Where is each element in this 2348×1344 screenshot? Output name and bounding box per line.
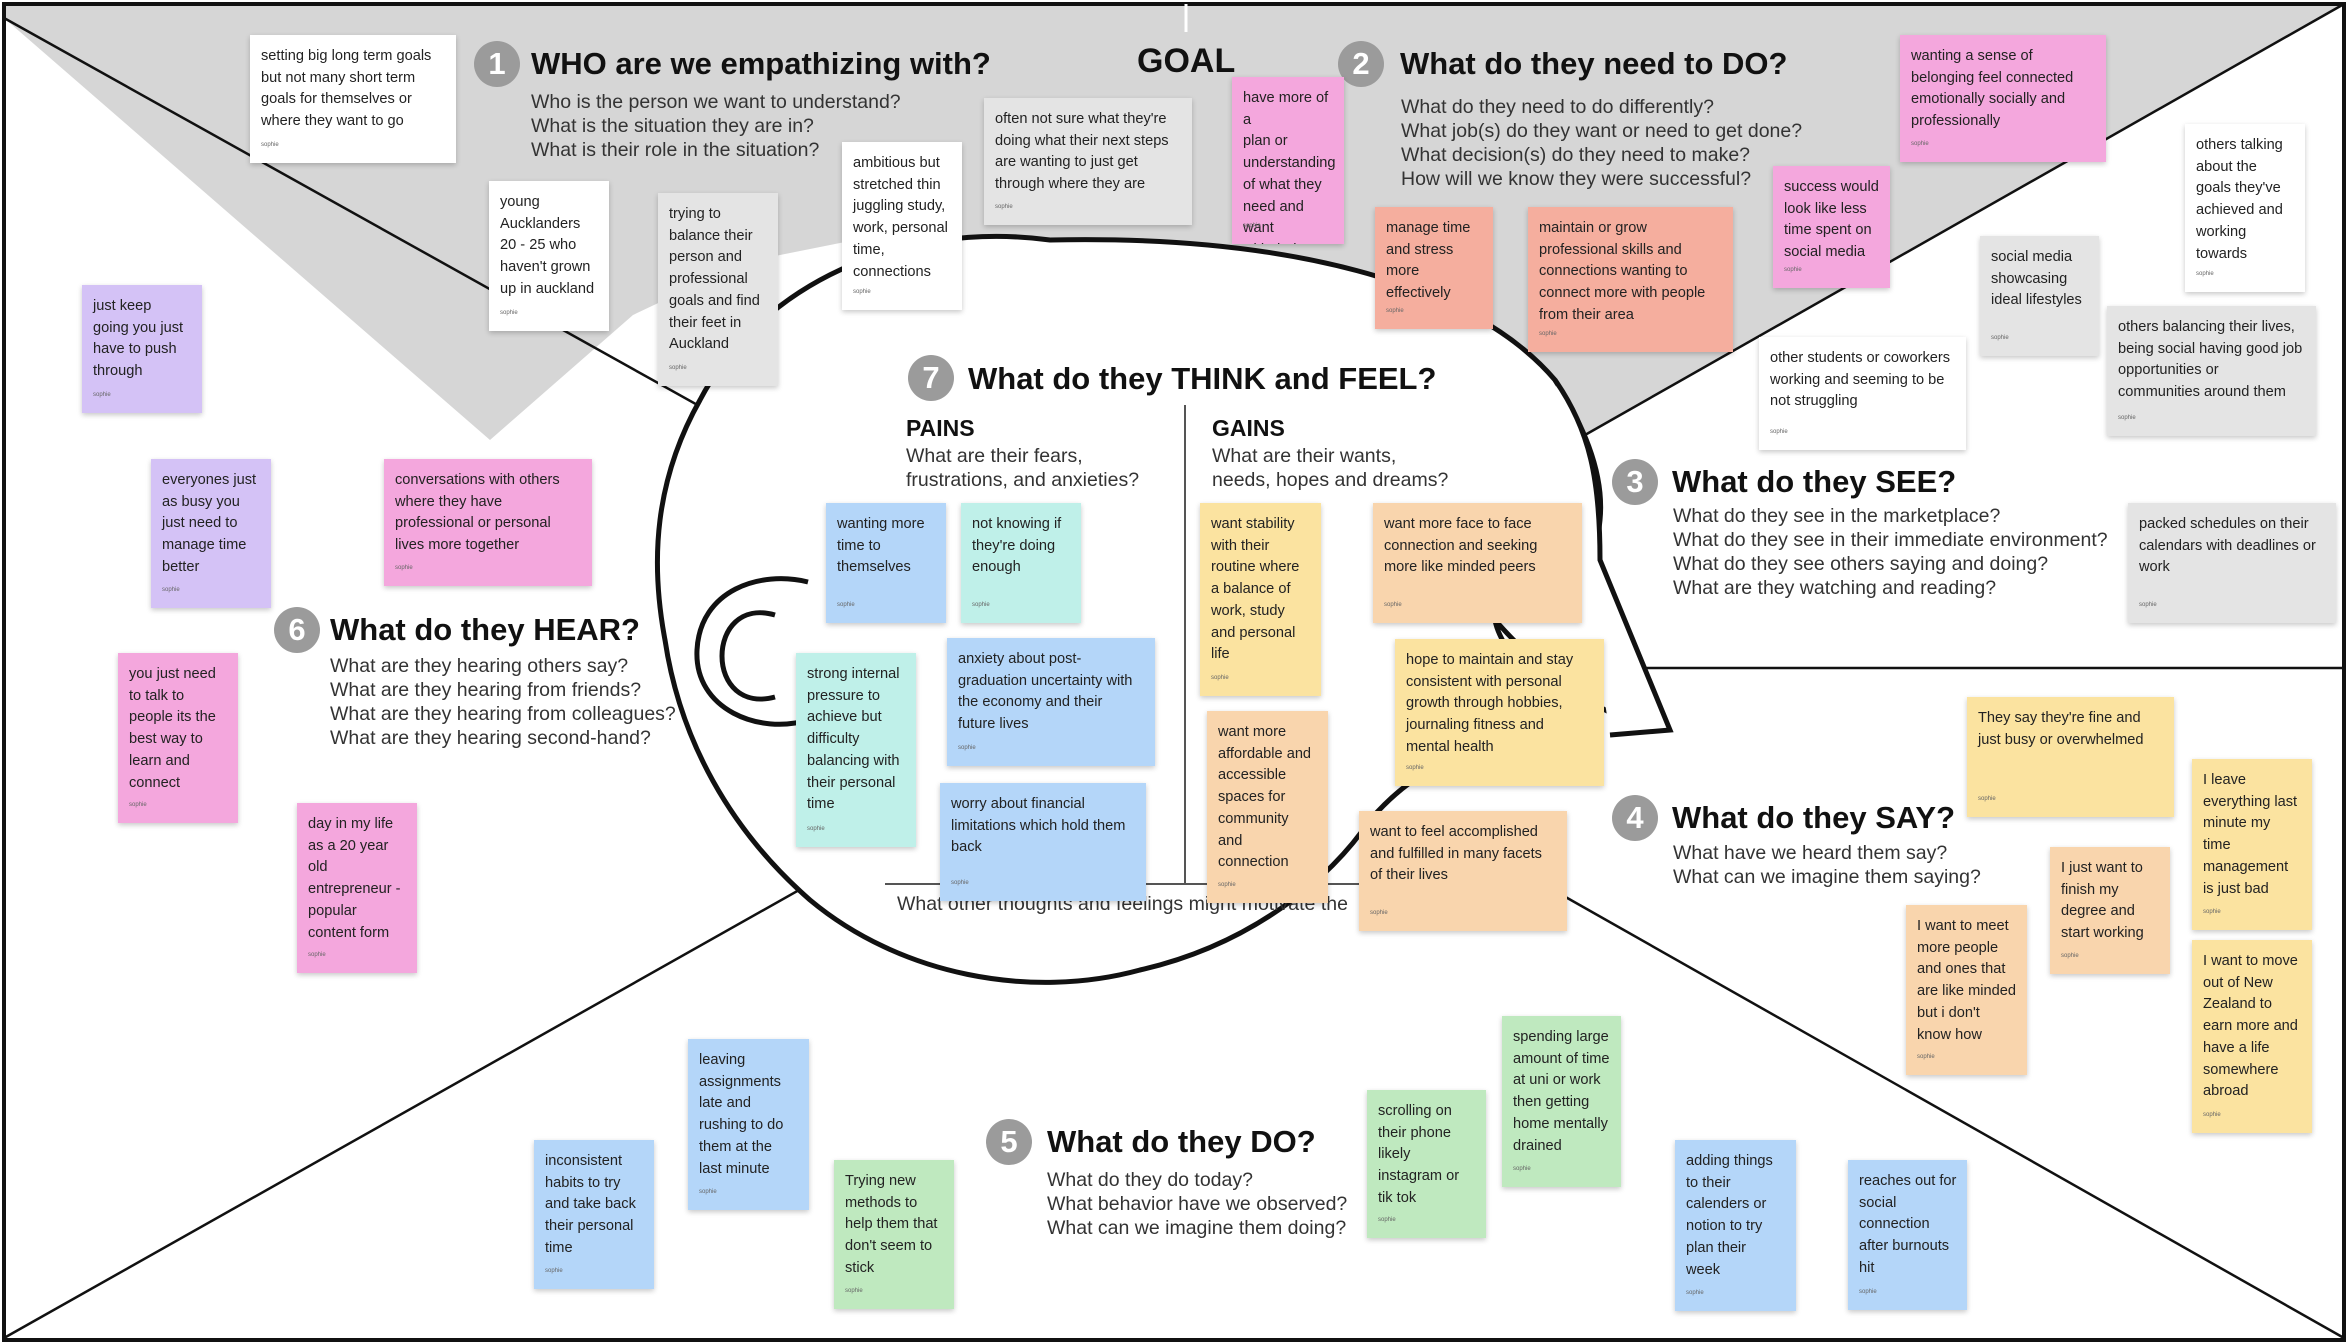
ear-inner (719, 610, 776, 702)
section-say-title: What do they SAY? (1672, 800, 1956, 835)
section-6-number: 6 (274, 607, 320, 653)
sticky-note[interactable]: They say they're fine and just busy or o… (1967, 697, 2174, 817)
section-2-number: 2 (1338, 41, 1384, 87)
sticky-note[interactable]: young Aucklanders 20 - 25 who haven't gr… (489, 181, 609, 331)
section-hear-title: What do they HEAR? (330, 612, 640, 647)
goal-label: GOAL (1137, 42, 1236, 80)
sticky-note[interactable]: ambitious but stretched thin juggling st… (842, 142, 962, 310)
sticky-note[interactable]: often not sure what they're doing what t… (984, 98, 1192, 225)
sticky-note[interactable]: worry about financial limitations which … (940, 783, 1146, 901)
divider-bottom-right (1561, 893, 2345, 1340)
section-who-questions: Who is the person we want to understand?… (531, 91, 901, 161)
sticky-note[interactable]: just keep going you just have to push th… (82, 285, 202, 413)
sticky-note[interactable]: hope to maintain and stay consistent wit… (1395, 639, 1604, 786)
section-hear-questions: What are they hearing others say? What a… (330, 655, 676, 749)
sticky-note[interactable]: success would look like less time spent … (1773, 166, 1890, 288)
section-4-number: 4 (1612, 795, 1658, 841)
section-see-questions: What do they see in the marketplace? Wha… (1673, 505, 2108, 599)
sticky-note[interactable]: inconsistent habits to try and take back… (534, 1140, 654, 1289)
sticky-note[interactable]: adding things to their calenders or noti… (1675, 1140, 1796, 1311)
sticky-note[interactable]: strong internal pressure to achieve but … (796, 653, 916, 847)
ear-outline (694, 576, 809, 727)
sticky-note[interactable]: I leave everything last minute my time m… (2192, 759, 2312, 930)
head-profile-nose (1552, 378, 1674, 738)
divider-top-left (3, 16, 806, 467)
section-5-number: 5 (986, 1119, 1032, 1165)
section-7-number: 7 (908, 355, 954, 401)
divider-bottom-left (3, 883, 809, 1340)
sticky-note[interactable]: conversations with others where they hav… (384, 459, 592, 586)
sticky-note[interactable]: I want to meet more people and ones that… (1906, 905, 2027, 1075)
section-who-title: WHO are we empathizing with? (531, 46, 991, 81)
sticky-note[interactable]: everyones just as busy you just need to … (151, 459, 271, 608)
sticky-note[interactable]: want stability with their routine where … (1200, 503, 1321, 696)
section-1-number: 1 (474, 41, 520, 87)
sticky-note[interactable]: setting big long term goals but not many… (250, 35, 456, 163)
sticky-note[interactable]: I just want to finish my degree and star… (2050, 847, 2170, 974)
goal-region (4, 4, 2344, 452)
sticky-note[interactable]: others talking about the goals they've a… (2185, 124, 2305, 292)
gains-questions: What are their wants, needs, hopes and d… (1212, 445, 1449, 491)
pains-questions: What are their fears, frustrations, and … (906, 445, 1140, 491)
sticky-note[interactable]: want more face to face connection and se… (1373, 503, 1582, 623)
section-say-questions: What have we heard them say? What can we… (1673, 842, 1981, 888)
sticky-note[interactable]: other students or coworkers working and … (1759, 337, 1966, 450)
sticky-note[interactable]: scrolling on their phone likely instagra… (1367, 1090, 1486, 1238)
sticky-note[interactable]: anxiety about post- graduation uncertain… (947, 638, 1155, 766)
sticky-note[interactable]: day in my life as a 20 year old entrepre… (297, 803, 417, 973)
section-do-title: What do they DO? (1047, 1124, 1316, 1159)
section-see-title: What do they SEE? (1672, 464, 1957, 499)
sticky-note[interactable]: have more of a plan or understanding of … (1232, 77, 1344, 244)
sticky-note[interactable]: social media showcasing ideal lifestyles… (1980, 236, 2099, 356)
section-do-need-title: What do they need to DO? (1400, 46, 1788, 81)
section-3-number: 3 (1612, 459, 1658, 505)
sticky-note[interactable]: you just need to talk to people its the … (118, 653, 238, 823)
sticky-note[interactable]: others balancing their lives, being soci… (2107, 306, 2316, 436)
sticky-note[interactable]: reaches out for social connection after … (1848, 1160, 1967, 1310)
sticky-note[interactable]: I want to move out of New Zealand to ear… (2192, 940, 2312, 1133)
sticky-note[interactable]: want to feel accomplished and fulfilled … (1359, 811, 1567, 931)
section-do-need-questions: What do they need to do differently? Wha… (1401, 96, 1803, 190)
sticky-note[interactable]: leaving assignments late and rushing to … (688, 1039, 809, 1210)
sticky-note[interactable]: maintain or grow professional skills and… (1528, 207, 1733, 352)
pains-title: PAINS (906, 415, 975, 441)
section-do-questions: What do they do today? What behavior hav… (1047, 1169, 1348, 1239)
gains-title: GAINS (1212, 415, 1285, 441)
sticky-note[interactable]: wanting a sense of belonging feel connec… (1900, 35, 2106, 162)
sticky-note[interactable]: trying to balance their person and profe… (658, 193, 778, 386)
sticky-note[interactable]: packed schedules on their calendars with… (2128, 503, 2336, 623)
divider-top-right (1554, 2, 2345, 454)
sticky-note[interactable]: Trying new methods to help them that don… (834, 1160, 954, 1309)
sticky-note[interactable]: want more affordable and accessible spac… (1207, 711, 1328, 903)
section-think-title: What do they THINK and FEEL? (968, 361, 1437, 396)
sticky-note[interactable]: spending large amount of time at uni or … (1502, 1016, 1621, 1187)
